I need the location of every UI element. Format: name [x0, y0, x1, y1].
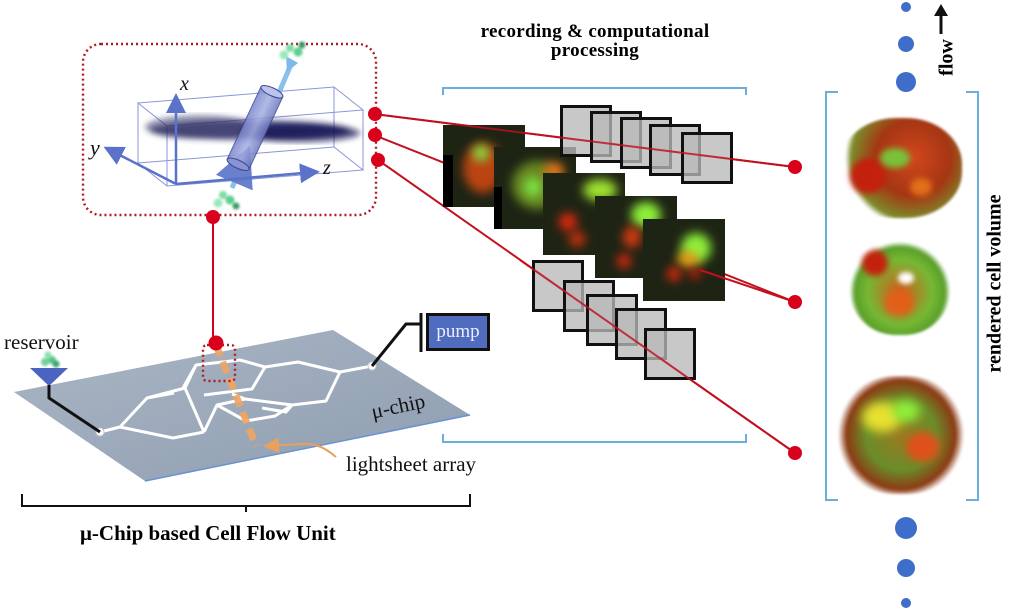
unit-bracket	[21, 494, 471, 512]
arrow-up-icon	[934, 4, 948, 16]
cell-trace-volume	[145, 115, 360, 142]
chip-edge	[144, 414, 471, 482]
inset-connector-dot-top	[206, 210, 220, 224]
pump-label-box: pump	[426, 313, 490, 351]
recording-title-line-2: processing	[550, 40, 640, 61]
lightsheet-cylinder-icon	[226, 85, 284, 171]
reservoir-label: reservoir	[4, 330, 79, 354]
recording-bracket-top	[442, 87, 747, 95]
channel-network	[99, 358, 373, 440]
rendered-volume-label: rendered cell volume	[983, 194, 1006, 373]
pump-tube	[370, 322, 420, 367]
recording-title-line-1: recording & computational	[480, 21, 710, 42]
lightsheet-label: lightsheet array	[346, 452, 477, 476]
flow-dot	[895, 517, 917, 539]
processing-slice-top	[681, 132, 733, 184]
z-axis-label: z	[323, 157, 331, 179]
recording-bracket-bottom	[442, 434, 747, 443]
reservoir-funnel-icon	[30, 368, 68, 386]
flow-dot	[898, 36, 914, 52]
flow-dot	[901, 2, 911, 12]
recording-title: recording & computational processing	[440, 22, 750, 60]
reservoir-cells-icon	[41, 351, 60, 368]
recorded-frame	[643, 219, 725, 301]
processing-slice-bottom	[644, 328, 696, 380]
lightsheet-array	[212, 343, 260, 448]
flow-dot	[897, 559, 915, 577]
rendered-cell-volume	[836, 376, 966, 494]
z-axis-arrow	[175, 163, 320, 186]
lightsheet-pointer-arrow	[263, 437, 337, 458]
y-axis-label: y	[90, 135, 100, 160]
outflow-arrow-head-icon	[286, 56, 298, 72]
reservoir-tube	[47, 385, 101, 434]
rendered-bracket-right	[966, 91, 979, 501]
flow-label: flow	[935, 39, 958, 76]
connector-dot-start-2	[368, 128, 382, 142]
rendered-cell-volume	[840, 118, 962, 218]
flow-dot	[896, 72, 916, 92]
connector-dot-start-1	[368, 107, 382, 121]
inset-zoom-box	[81, 42, 378, 217]
rendered-cell-volume	[850, 240, 950, 335]
flow-dots	[895, 2, 917, 608]
rendered-bracket-left	[825, 91, 838, 501]
unit-title: μ-Chip based Cell Flow Unit	[80, 521, 336, 545]
cell-cluster-in-icon	[213, 191, 240, 210]
cell-cluster-out-icon	[279, 41, 306, 60]
connector-dot-start-3	[371, 153, 385, 167]
flow-dot	[901, 598, 911, 608]
inset-connector-dot-bottom	[208, 335, 224, 351]
y-axis-arrow	[103, 146, 177, 186]
x-axis-label: x	[180, 73, 189, 95]
